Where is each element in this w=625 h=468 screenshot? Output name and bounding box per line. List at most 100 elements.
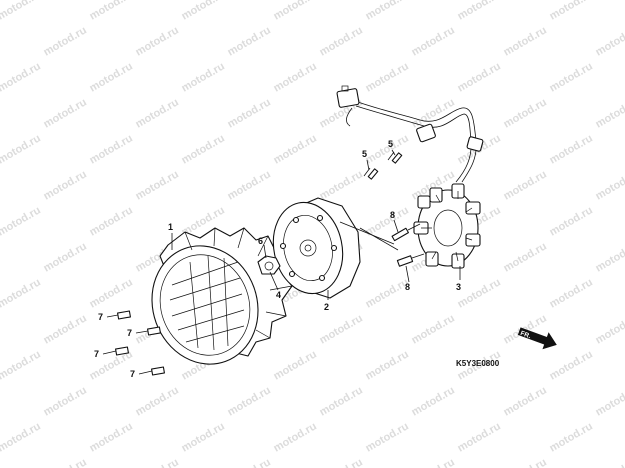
watermark-text: motod.ru <box>548 276 595 310</box>
bolt-7-a <box>117 310 131 320</box>
watermark-text: motod.ru <box>364 132 411 166</box>
watermark-text: motod.ru <box>456 0 503 23</box>
flywheel <box>272 197 361 299</box>
watermark-text: motod.ru <box>502 168 549 202</box>
watermark-text: motod.ru <box>180 60 227 94</box>
watermark-text: motod.ru <box>502 384 549 418</box>
watermark-text: motod.ru <box>88 276 135 310</box>
callout-6: 6 <box>258 236 263 246</box>
watermark-text: motod.ru <box>226 24 273 58</box>
watermark-text: motod.ru <box>88 60 135 94</box>
wiring-harness <box>336 85 484 183</box>
watermark-text: motod.ru <box>42 312 89 346</box>
watermark-text: motod.ru <box>318 24 365 58</box>
stator <box>413 183 481 269</box>
watermark-text: motod.ru <box>594 96 625 130</box>
watermark-text: motod.ru <box>42 384 89 418</box>
callout-8-upper: 8 <box>390 210 395 220</box>
watermark-text: motod.ru <box>456 276 503 310</box>
watermark-text: motod.ru <box>0 348 43 382</box>
callout-2: 2 <box>324 302 329 312</box>
watermark-text: motod.ru <box>318 312 365 346</box>
watermark-text: motod.ru <box>0 276 43 310</box>
watermark-text: motod.ru <box>594 456 625 468</box>
watermark-text: motod.ru <box>548 0 595 23</box>
watermark-text: motod.ru <box>548 348 595 382</box>
watermark-text: motod.ru <box>594 312 625 346</box>
callout-3: 3 <box>456 282 461 292</box>
direction-label: FR. <box>519 330 531 340</box>
callout-7-c: 7 <box>94 349 99 359</box>
watermark-text: motod.ru <box>594 168 625 202</box>
watermark-text: motod.ru <box>226 384 273 418</box>
watermark-text: motod.ru <box>0 60 43 94</box>
watermark-text: motod.ru <box>226 96 273 130</box>
bolt-8-upper <box>391 223 421 242</box>
watermark-text: motod.ru <box>88 132 135 166</box>
watermark-text: motod.ru <box>0 204 43 238</box>
watermark-text: motod.ru <box>594 24 625 58</box>
watermark-text: motod.ru <box>548 204 595 238</box>
screw-5-lower <box>387 151 403 164</box>
bolt-8-lower <box>396 253 425 267</box>
watermark-text: motod.ru <box>548 60 595 94</box>
watermark-text: motod.ru <box>42 456 89 468</box>
watermark-text: motod.ru <box>272 420 319 454</box>
watermark-text: motod.ru <box>134 24 181 58</box>
watermark-text: motod.ru <box>180 0 227 23</box>
watermark-text: motod.ru <box>134 456 181 468</box>
watermark-text: motod.ru <box>272 348 319 382</box>
callout-5-right: 5 <box>388 139 393 149</box>
bolt-7-d <box>151 366 165 376</box>
watermark-text: motod.ru <box>364 420 411 454</box>
callout-5-left: 5 <box>362 149 367 159</box>
watermark-text: motod.ru <box>548 420 595 454</box>
callout-7-d: 7 <box>130 369 135 379</box>
diagram-code: K5Y3E0800 <box>456 359 500 368</box>
watermark-text: motod.ru <box>0 132 43 166</box>
watermark-text: motod.ru <box>318 456 365 468</box>
watermark-text: motod.ru <box>594 384 625 418</box>
watermark-text: motod.ru <box>410 24 457 58</box>
watermark-text: motod.ru <box>410 384 457 418</box>
watermark-text: motod.ru <box>364 0 411 23</box>
watermark-text: motod.ru <box>502 96 549 130</box>
watermark-text: motod.ru <box>134 168 181 202</box>
watermark-text: motod.ru <box>410 312 457 346</box>
watermark-text: motod.ru <box>180 420 227 454</box>
watermark-text: motod.ru <box>226 168 273 202</box>
watermark-text: motod.ru <box>88 420 135 454</box>
watermark-text: motod.ru <box>88 0 135 23</box>
watermark-text: motod.ru <box>42 240 89 274</box>
watermark-text: motod.ru <box>364 348 411 382</box>
watermark-text: motod.ru <box>134 384 181 418</box>
front-direction-arrow: FR. <box>517 327 557 350</box>
watermark-text: motod.ru <box>502 240 549 274</box>
bolt-7-b <box>147 326 161 336</box>
callout-8-lower: 8 <box>405 282 410 292</box>
watermark-text: motod.ru <box>180 132 227 166</box>
watermark-text: motod.ru <box>226 456 273 468</box>
callout-4: 4 <box>276 290 281 300</box>
callout-1: 1 <box>168 222 173 232</box>
callout-7-a: 7 <box>98 312 103 322</box>
watermark-text: motod.ru <box>456 60 503 94</box>
leader-lines <box>102 149 461 375</box>
watermark-text: motod.ru <box>364 60 411 94</box>
watermark-text: motod.ru <box>42 168 89 202</box>
watermark-text: motod.ru <box>410 456 457 468</box>
watermark-text: motod.ru <box>594 240 625 274</box>
watermark-text: motod.ru <box>0 420 43 454</box>
watermark-text: motod.ru <box>502 456 549 468</box>
watermark-text: motod.ru <box>134 96 181 130</box>
watermark-text: motod.ru <box>88 204 135 238</box>
bolt-7-c <box>115 346 129 356</box>
watermark-text: motod.ru <box>272 0 319 23</box>
screw-5-upper <box>363 167 379 180</box>
watermark-text: motod.ru <box>548 132 595 166</box>
watermark-text: motod.ru <box>318 384 365 418</box>
callout-7-b: 7 <box>127 328 132 338</box>
watermark-text: motod.ru <box>0 0 43 23</box>
watermark-text: motod.ru <box>502 24 549 58</box>
